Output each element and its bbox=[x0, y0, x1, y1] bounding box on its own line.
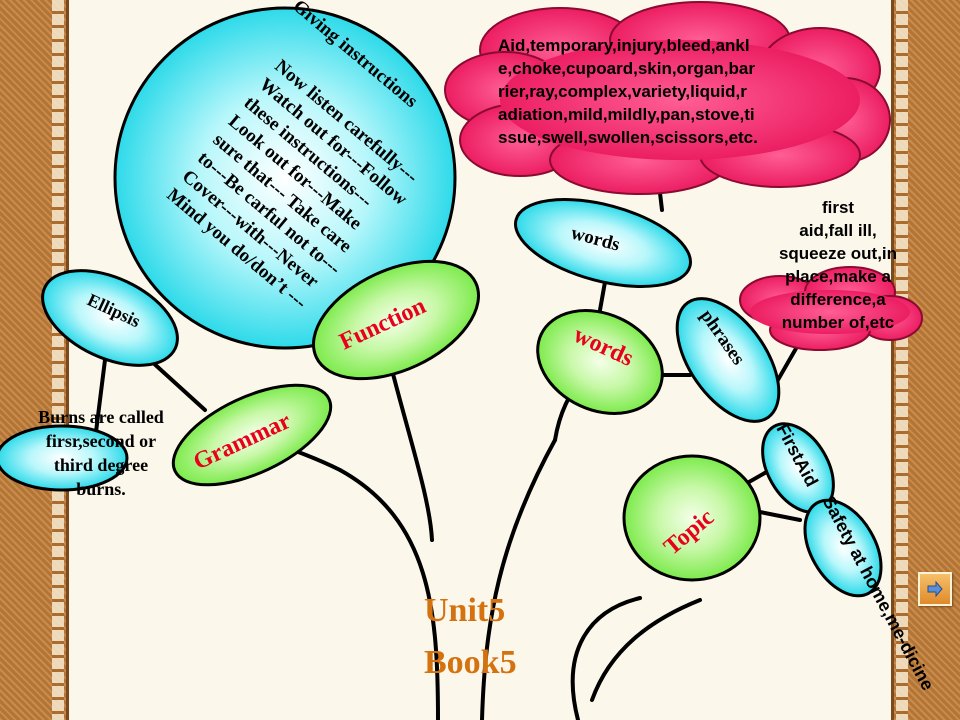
instructions-circle bbox=[113, 6, 457, 350]
phrase-cloud-shape bbox=[739, 266, 923, 351]
trunk-right bbox=[480, 438, 557, 720]
phrases-bubble bbox=[675, 297, 781, 423]
link-ellipsis-grammar bbox=[148, 358, 207, 412]
tree-branches bbox=[93, 174, 802, 720]
grammar-bubble bbox=[171, 383, 333, 487]
function-bubble bbox=[311, 259, 481, 381]
next-slide-button[interactable] bbox=[918, 572, 952, 606]
center-unit: Unit5 bbox=[424, 592, 506, 629]
phrase-cloud-text: first aid,fall ill, squeeze out,in place… bbox=[778, 198, 898, 332]
link-ellipsis-burns bbox=[93, 358, 107, 442]
words-main-bubble bbox=[536, 309, 664, 415]
topic-bubble bbox=[622, 454, 762, 582]
burns-bubble bbox=[0, 424, 129, 492]
branch-topic bbox=[590, 598, 702, 702]
left-meander-pattern bbox=[52, 0, 64, 720]
burns-text: Burns are called firsr,second or third d… bbox=[38, 407, 164, 499]
word-cloud-text: Aid,temporary,injury,bleed,ankl e,choke,… bbox=[498, 36, 758, 147]
word-cloud-shape bbox=[444, 1, 891, 195]
link-words bbox=[598, 280, 607, 312]
words-sub-bubble bbox=[514, 198, 692, 288]
link-safety bbox=[758, 510, 802, 522]
safety-bubble bbox=[803, 498, 883, 598]
branch-function bbox=[390, 368, 434, 542]
branch-topic-base bbox=[570, 596, 642, 720]
center-book: Book5 bbox=[424, 644, 517, 681]
arrow-right-icon bbox=[927, 580, 943, 598]
ellipsis-bubble bbox=[41, 269, 179, 367]
right-meander-pattern bbox=[896, 0, 908, 720]
trunk-left bbox=[338, 468, 440, 720]
